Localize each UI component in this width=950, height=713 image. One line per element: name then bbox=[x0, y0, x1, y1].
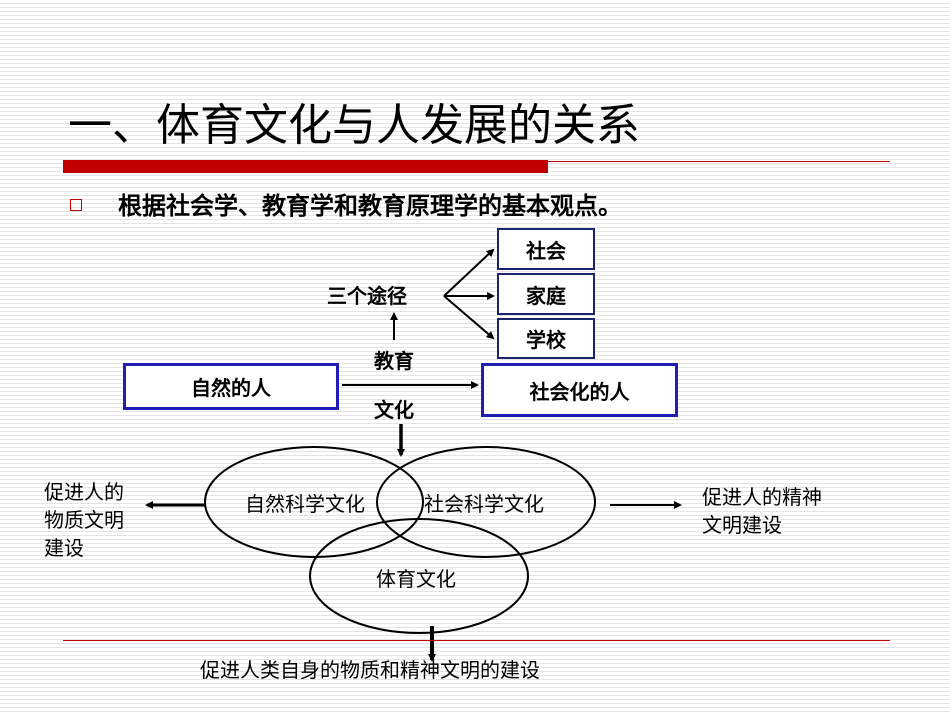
bottom-rule bbox=[63, 640, 890, 641]
title-underline-thick bbox=[63, 160, 548, 173]
arrow-to-society bbox=[443, 248, 495, 297]
label-culture: 文化 bbox=[374, 398, 414, 422]
square-bullet-icon bbox=[70, 199, 82, 211]
box-society: 社会 bbox=[497, 228, 595, 270]
title-underline-thin bbox=[548, 161, 890, 162]
circle-social-science bbox=[376, 446, 596, 558]
right-outcome-line-2: 文明建设 bbox=[702, 513, 782, 537]
label-natural-science: 自然科学文化 bbox=[245, 492, 365, 516]
page-title: 一、体育文化与人发展的关系 bbox=[68, 100, 640, 151]
box-natural-person: 自然的人 bbox=[123, 363, 339, 410]
label-three-paths: 三个途径 bbox=[327, 284, 407, 308]
right-outcome-line-1: 促进人的精神 bbox=[702, 485, 822, 509]
box-socialized-person: 社会化的人 bbox=[481, 363, 678, 417]
box-school: 学校 bbox=[497, 318, 595, 359]
label-sports-culture: 体育文化 bbox=[376, 567, 456, 591]
arrow-to-school bbox=[443, 295, 495, 340]
bullet-text: 根据社会学、教育学和教育原理学的基本观点。 bbox=[118, 192, 622, 220]
circle-sports bbox=[309, 518, 529, 634]
left-outcome-line-1: 促进人的 bbox=[44, 480, 124, 504]
box-family: 家庭 bbox=[497, 273, 595, 315]
label-social-science: 社会科学文化 bbox=[424, 492, 544, 516]
label-education: 教育 bbox=[374, 349, 414, 373]
circle-natural-science bbox=[204, 446, 424, 558]
left-outcome-line-3: 建设 bbox=[44, 536, 84, 560]
bottom-outcome: 促进人类自身的物质和精神文明的建设 bbox=[200, 658, 540, 682]
left-outcome-line-2: 物质文明 bbox=[44, 508, 124, 532]
